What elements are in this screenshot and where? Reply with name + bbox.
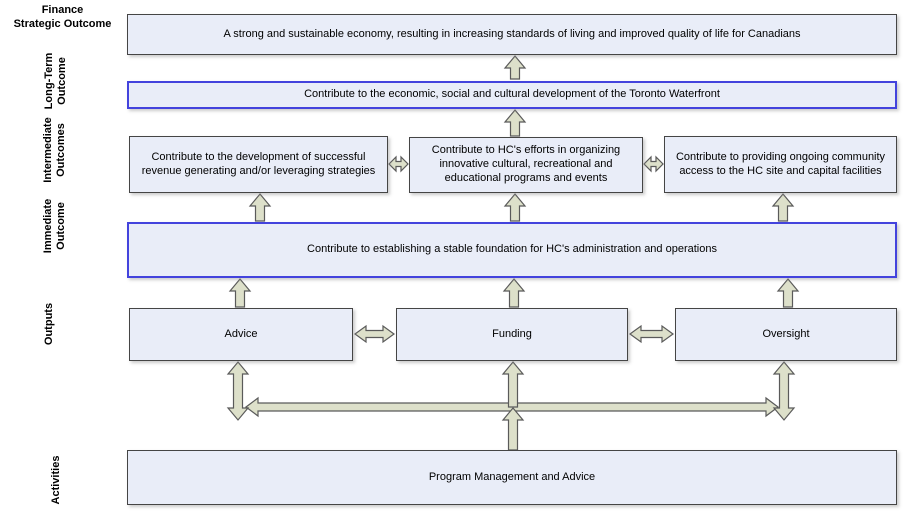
box-immediate-outcome: Contribute to establishing a stable foun…	[127, 222, 897, 278]
double-arrow-bar-to-oversight	[772, 361, 796, 421]
up-arrow-immediate-to-intermediate-right	[771, 193, 795, 222]
box-output-funding: Funding	[396, 308, 628, 361]
double-arrow-funding-oversight	[628, 324, 675, 344]
row-label-intermediate-outcomes: Intermediate Outcomes	[41, 117, 67, 183]
row-label-immediate-outcome: Immediate Outcome	[41, 198, 67, 254]
up-arrow-immediate-to-intermediate-middle	[503, 193, 527, 222]
box-output-oversight: Oversight	[675, 308, 897, 361]
row-label-outputs: Outputs	[43, 302, 56, 346]
up-arrow-activities-to-bar	[501, 407, 525, 451]
box-long-term-outcome: Contribute to the economic, social and c…	[127, 81, 897, 109]
row-label-activities: Activities	[50, 455, 63, 505]
double-arrow-intermediate-left-middle	[388, 155, 409, 173]
double-arrow-advice-funding	[353, 324, 396, 344]
double-arrow-intermediate-middle-right	[643, 155, 664, 173]
box-strategic-outcome: A strong and sustainable economy, result…	[127, 14, 897, 55]
box-intermediate-community-access: Contribute to providing ongoing communit…	[664, 136, 897, 193]
box-intermediate-revenue-strategies: Contribute to the development of success…	[129, 136, 388, 193]
row-label-strategic-outcome: Finance Strategic Outcome	[13, 4, 112, 30]
double-arrow-bar-to-advice	[226, 361, 250, 421]
up-arrow-advice-to-immediate	[228, 278, 252, 308]
double-arrow-horizontal-bar	[245, 396, 779, 418]
up-arrow-longterm-to-strategic	[503, 55, 527, 80]
box-activities: Program Management and Advice	[127, 450, 897, 505]
up-arrow-funding-to-immediate	[502, 278, 526, 308]
up-arrow-bar-to-funding	[501, 361, 525, 408]
box-output-advice: Advice	[129, 308, 353, 361]
up-arrow-immediate-to-intermediate-left	[248, 193, 272, 222]
up-arrow-oversight-to-immediate	[776, 278, 800, 308]
up-arrow-intermediate-to-longterm	[503, 109, 527, 137]
box-intermediate-programs-events: Contribute to HC's efforts in organizing…	[409, 137, 643, 193]
row-label-long-term-outcome: Long-Term Outcome	[42, 52, 68, 110]
